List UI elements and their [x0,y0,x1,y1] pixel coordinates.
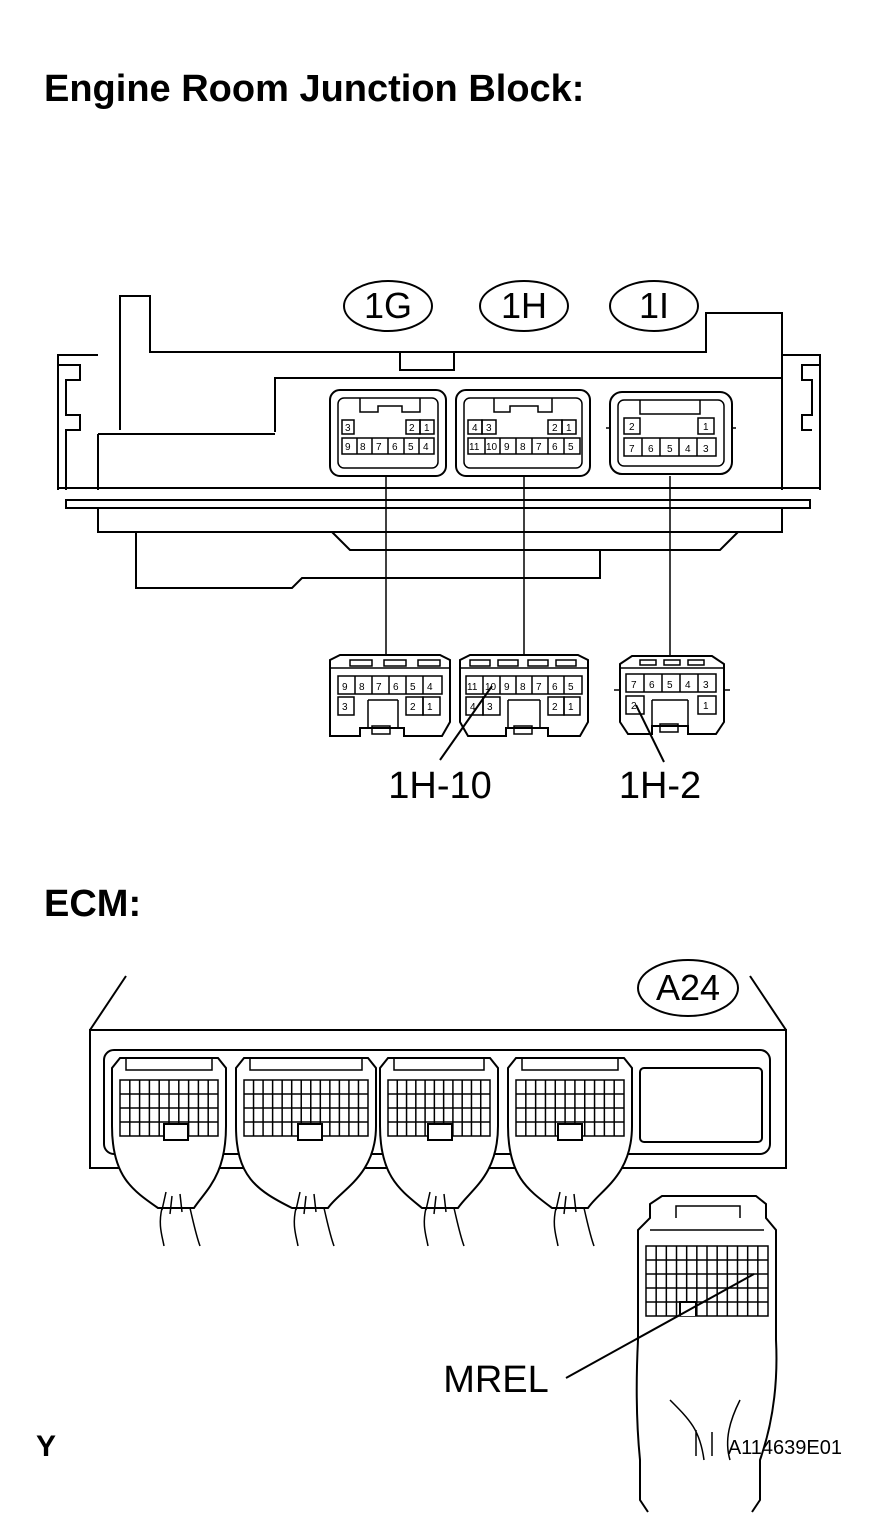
svg-text:8: 8 [520,442,526,453]
svg-text:5: 5 [568,682,574,693]
callout-pointer-1h-10 [439,685,493,761]
svg-text:8: 8 [520,682,526,693]
callout-pointer-mrel [565,1273,755,1379]
svg-text:2: 2 [629,422,635,433]
svg-text:6: 6 [552,682,558,693]
footer-code: Y [36,1430,56,1463]
ecm-plug-1 [111,1057,227,1247]
callout-pointer-1h-2 [635,704,665,763]
enlarged-connector-1g: 9 8 7 6 5 4 3 2 1 [329,654,451,737]
connector-label-1g: 1G [343,280,433,332]
svg-text:11: 11 [467,682,478,693]
svg-text:2: 2 [409,423,415,434]
svg-text:8: 8 [360,442,366,453]
svg-text:1G: 1G [364,285,412,326]
callout-1h-10: 1H-10 [388,765,492,807]
svg-text:3: 3 [703,680,709,691]
svg-text:9: 9 [342,682,348,693]
svg-text:6: 6 [393,682,399,693]
connector-label-1i: 1I [609,280,699,332]
enlarged-connector-1h: 11 10 9 8 7 6 5 4 3 2 1 [459,654,589,737]
svg-text:1H: 1H [501,285,547,326]
svg-text:5: 5 [408,442,414,453]
svg-text:1: 1 [568,702,574,713]
ecm-connector-id: A24 [637,959,739,1017]
ecm-heading: ECM: [44,883,142,925]
svg-text:2: 2 [552,423,558,434]
svg-text:6: 6 [649,680,655,691]
a24-connector [635,1195,778,1513]
svg-text:A24: A24 [656,967,720,1008]
svg-text:4: 4 [427,682,433,693]
svg-text:2: 2 [631,701,637,712]
svg-text:5: 5 [568,442,574,453]
svg-text:5: 5 [410,682,416,693]
jb-socket-1i: 2 1 7 6 5 4 3 [606,391,736,475]
svg-text:5: 5 [667,444,673,455]
svg-text:10: 10 [486,442,498,453]
svg-text:2: 2 [552,702,558,713]
ecm-connector-plugs [111,1057,633,1247]
svg-text:4: 4 [423,442,429,453]
callout-1h-2: 1H-2 [619,765,701,807]
svg-text:6: 6 [648,444,654,455]
svg-text:1I: 1I [639,285,669,326]
ecm-plug-2 [235,1057,377,1247]
ecm-plug-3 [379,1057,499,1247]
svg-text:1: 1 [703,422,709,433]
svg-text:7: 7 [631,680,637,691]
junction-block-heading: Engine Room Junction Block: [44,68,585,110]
enlarged-connector-1i: 7 6 5 4 3 2 1 [614,655,730,735]
terminal-label-mrel: MREL [443,1359,549,1401]
svg-text:1: 1 [566,423,572,434]
svg-text:11: 11 [469,442,480,453]
svg-text:7: 7 [376,682,382,693]
svg-text:4: 4 [685,680,691,691]
svg-text:4: 4 [470,702,476,713]
figure-id: A114639E01 [728,1437,842,1459]
jb-socket-1g: 3 2 1 9 8 7 6 5 4 [329,389,447,477]
connector-label-1h: 1H [479,280,569,332]
svg-text:7: 7 [536,442,542,453]
svg-text:3: 3 [703,444,709,455]
svg-text:4: 4 [472,423,478,434]
junction-block-housing [57,295,821,589]
svg-text:6: 6 [392,442,398,453]
svg-text:9: 9 [504,442,510,453]
svg-text:1: 1 [424,423,430,434]
jb-socket-1h: 4 3 2 1 11 10 9 8 7 6 5 [455,389,591,477]
svg-text:2: 2 [410,702,416,713]
svg-text:7: 7 [376,442,382,453]
svg-text:1: 1 [703,701,709,712]
svg-text:3: 3 [342,702,348,713]
svg-text:4: 4 [685,444,691,455]
ecm-plug-4 [507,1057,633,1247]
svg-text:9: 9 [345,442,351,453]
svg-text:7: 7 [536,682,542,693]
svg-text:3: 3 [487,702,493,713]
svg-text:7: 7 [629,444,635,455]
svg-text:9: 9 [504,682,510,693]
svg-text:5: 5 [667,680,673,691]
svg-text:1: 1 [427,702,433,713]
svg-text:3: 3 [486,423,492,434]
svg-text:6: 6 [552,442,558,453]
svg-text:3: 3 [345,423,351,434]
svg-text:8: 8 [359,682,365,693]
